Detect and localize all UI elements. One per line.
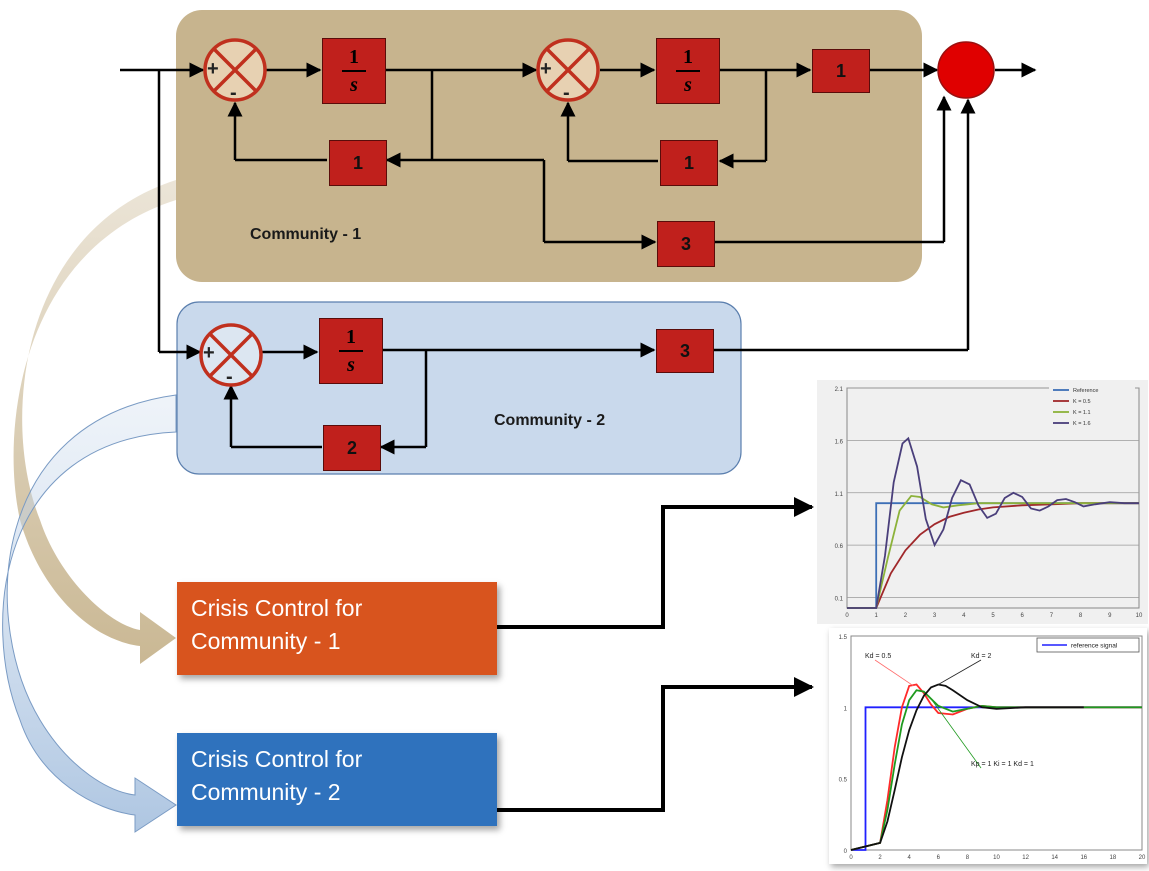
- summing-junction-3: [199, 323, 263, 387]
- summing-junction-1: [203, 38, 267, 102]
- curved-arrow-community-2: [2, 394, 177, 833]
- integrator-block-c1-1: 1 s: [322, 38, 386, 104]
- x-tick-label: 2: [878, 855, 882, 861]
- annotation-pointer: [938, 659, 982, 685]
- summing-junction-2: [536, 38, 600, 102]
- annotation-label: Kd = 2: [971, 653, 992, 660]
- y-tick-label: 2.1: [835, 387, 844, 393]
- annotation-label: Kp = 1 Ki = 1 Kd = 1: [971, 761, 1034, 768]
- y-tick-label: 0.1: [835, 597, 844, 603]
- y-tick-label: 0.5: [839, 778, 848, 784]
- crisis-control-1-line2: Community - 1: [191, 628, 341, 654]
- minus-sign: -: [230, 82, 237, 104]
- connector-crisis-1: [497, 497, 814, 629]
- series-line-k-1-1: [847, 494, 1139, 609]
- crisis-control-box-1: Crisis Control for Community - 1: [177, 582, 497, 675]
- plus-sign: +: [203, 342, 215, 364]
- annotation-pointer: [930, 698, 982, 769]
- connector-crisis-2: [497, 677, 814, 812]
- x-tick-label: 10: [1136, 613, 1143, 619]
- legend-label: K = 1.1: [1073, 410, 1091, 416]
- x-tick-label: 0: [849, 855, 853, 861]
- x-tick-label: 3: [933, 613, 937, 619]
- legend-label: reference signal: [1071, 643, 1118, 650]
- x-tick-label: 14: [1051, 855, 1058, 861]
- plot-area: [850, 635, 1143, 851]
- series-line-k-1-6: [847, 436, 1139, 609]
- y-tick-label: 1.6: [835, 439, 844, 445]
- minus-sign: -: [563, 82, 570, 104]
- plus-sign: +: [207, 58, 219, 80]
- x-tick-label: 0: [845, 613, 849, 619]
- x-tick-label: 12: [1022, 855, 1029, 861]
- crisis-control-1-line1: Crisis Control for: [191, 595, 363, 621]
- chart-1-svg: 0.1 0.6 1.1 1.6 2.1 0 1 2 3 4 5 6 7 8 9 10 Reference K = …: [835, 384, 1143, 619]
- x-tick-label: 20: [1139, 855, 1146, 861]
- chart-2-svg: 0 0.5 1 1.5 0 2 4 6 8 10 12 14 16 18 20 reference signa…: [839, 635, 1146, 861]
- legend-label: K = 0.5: [1073, 399, 1091, 405]
- gain-block-feedback-c1-2: 1: [660, 140, 718, 186]
- community-2-label: Community - 2: [494, 412, 606, 429]
- x-tick-label: 16: [1080, 855, 1087, 861]
- x-tick-label: 4: [962, 613, 966, 619]
- x-tick-label: 18: [1110, 855, 1117, 861]
- annotation-pointer: [874, 659, 914, 687]
- step-response-chart-2: 0 0.5 1 1.5 0 2 4 6 8 10 12 14 16 18 20 reference signa…: [829, 628, 1147, 864]
- legend-label: Reference: [1073, 388, 1098, 394]
- x-tick-label: 8: [1079, 613, 1083, 619]
- gain-block-feedback-c1-1: 1: [329, 140, 387, 186]
- x-tick-label: 6: [1021, 613, 1025, 619]
- y-tick-label: 1.1: [835, 492, 844, 498]
- integrator-block-c1-2: 1 s: [656, 38, 720, 104]
- x-tick-label: 8: [966, 855, 970, 861]
- plus-sign: +: [540, 58, 552, 80]
- gain-block-cross-c1: 3: [657, 221, 715, 267]
- crisis-control-2-line1: Crisis Control for: [191, 746, 363, 772]
- step-response-chart-1: 0.1 0.6 1.1 1.6 2.1 0 1 2 3 4 5 6 7 8 9 10 Reference K = …: [817, 380, 1148, 624]
- x-tick-label: 5: [991, 613, 995, 619]
- x-tick-label: 4: [908, 855, 912, 861]
- y-tick-label: 1: [844, 706, 848, 712]
- y-tick-label: 0: [844, 849, 848, 855]
- output-junction: [937, 41, 995, 99]
- gain-block-feedback-c2: 2: [323, 425, 381, 471]
- y-tick-label: 0.6: [835, 544, 844, 550]
- x-tick-label: 6: [937, 855, 941, 861]
- integrator-block-c2: 1 s: [319, 318, 383, 384]
- crisis-control-2-line2: Community - 2: [191, 779, 341, 805]
- gain-block-output-c2: 3: [656, 329, 714, 373]
- x-tick-label: 10: [993, 855, 1000, 861]
- x-tick-label: 2: [904, 613, 908, 619]
- y-tick-label: 1.5: [839, 635, 848, 641]
- x-tick-label: 7: [1050, 613, 1054, 619]
- minus-sign: -: [226, 366, 233, 388]
- annotation-label: Kd = 0.5: [865, 653, 891, 660]
- community-1-label: Community - 1: [250, 226, 362, 243]
- series-line-kd-2: [850, 683, 1084, 851]
- gain-block-output-c1: 1: [812, 49, 870, 93]
- crisis-control-box-2: Crisis Control for Community - 2: [177, 733, 497, 826]
- legend: [1036, 637, 1140, 653]
- x-tick-label: 1: [875, 613, 879, 619]
- x-tick-label: 9: [1108, 613, 1112, 619]
- legend-label: K = 1.6: [1073, 421, 1091, 427]
